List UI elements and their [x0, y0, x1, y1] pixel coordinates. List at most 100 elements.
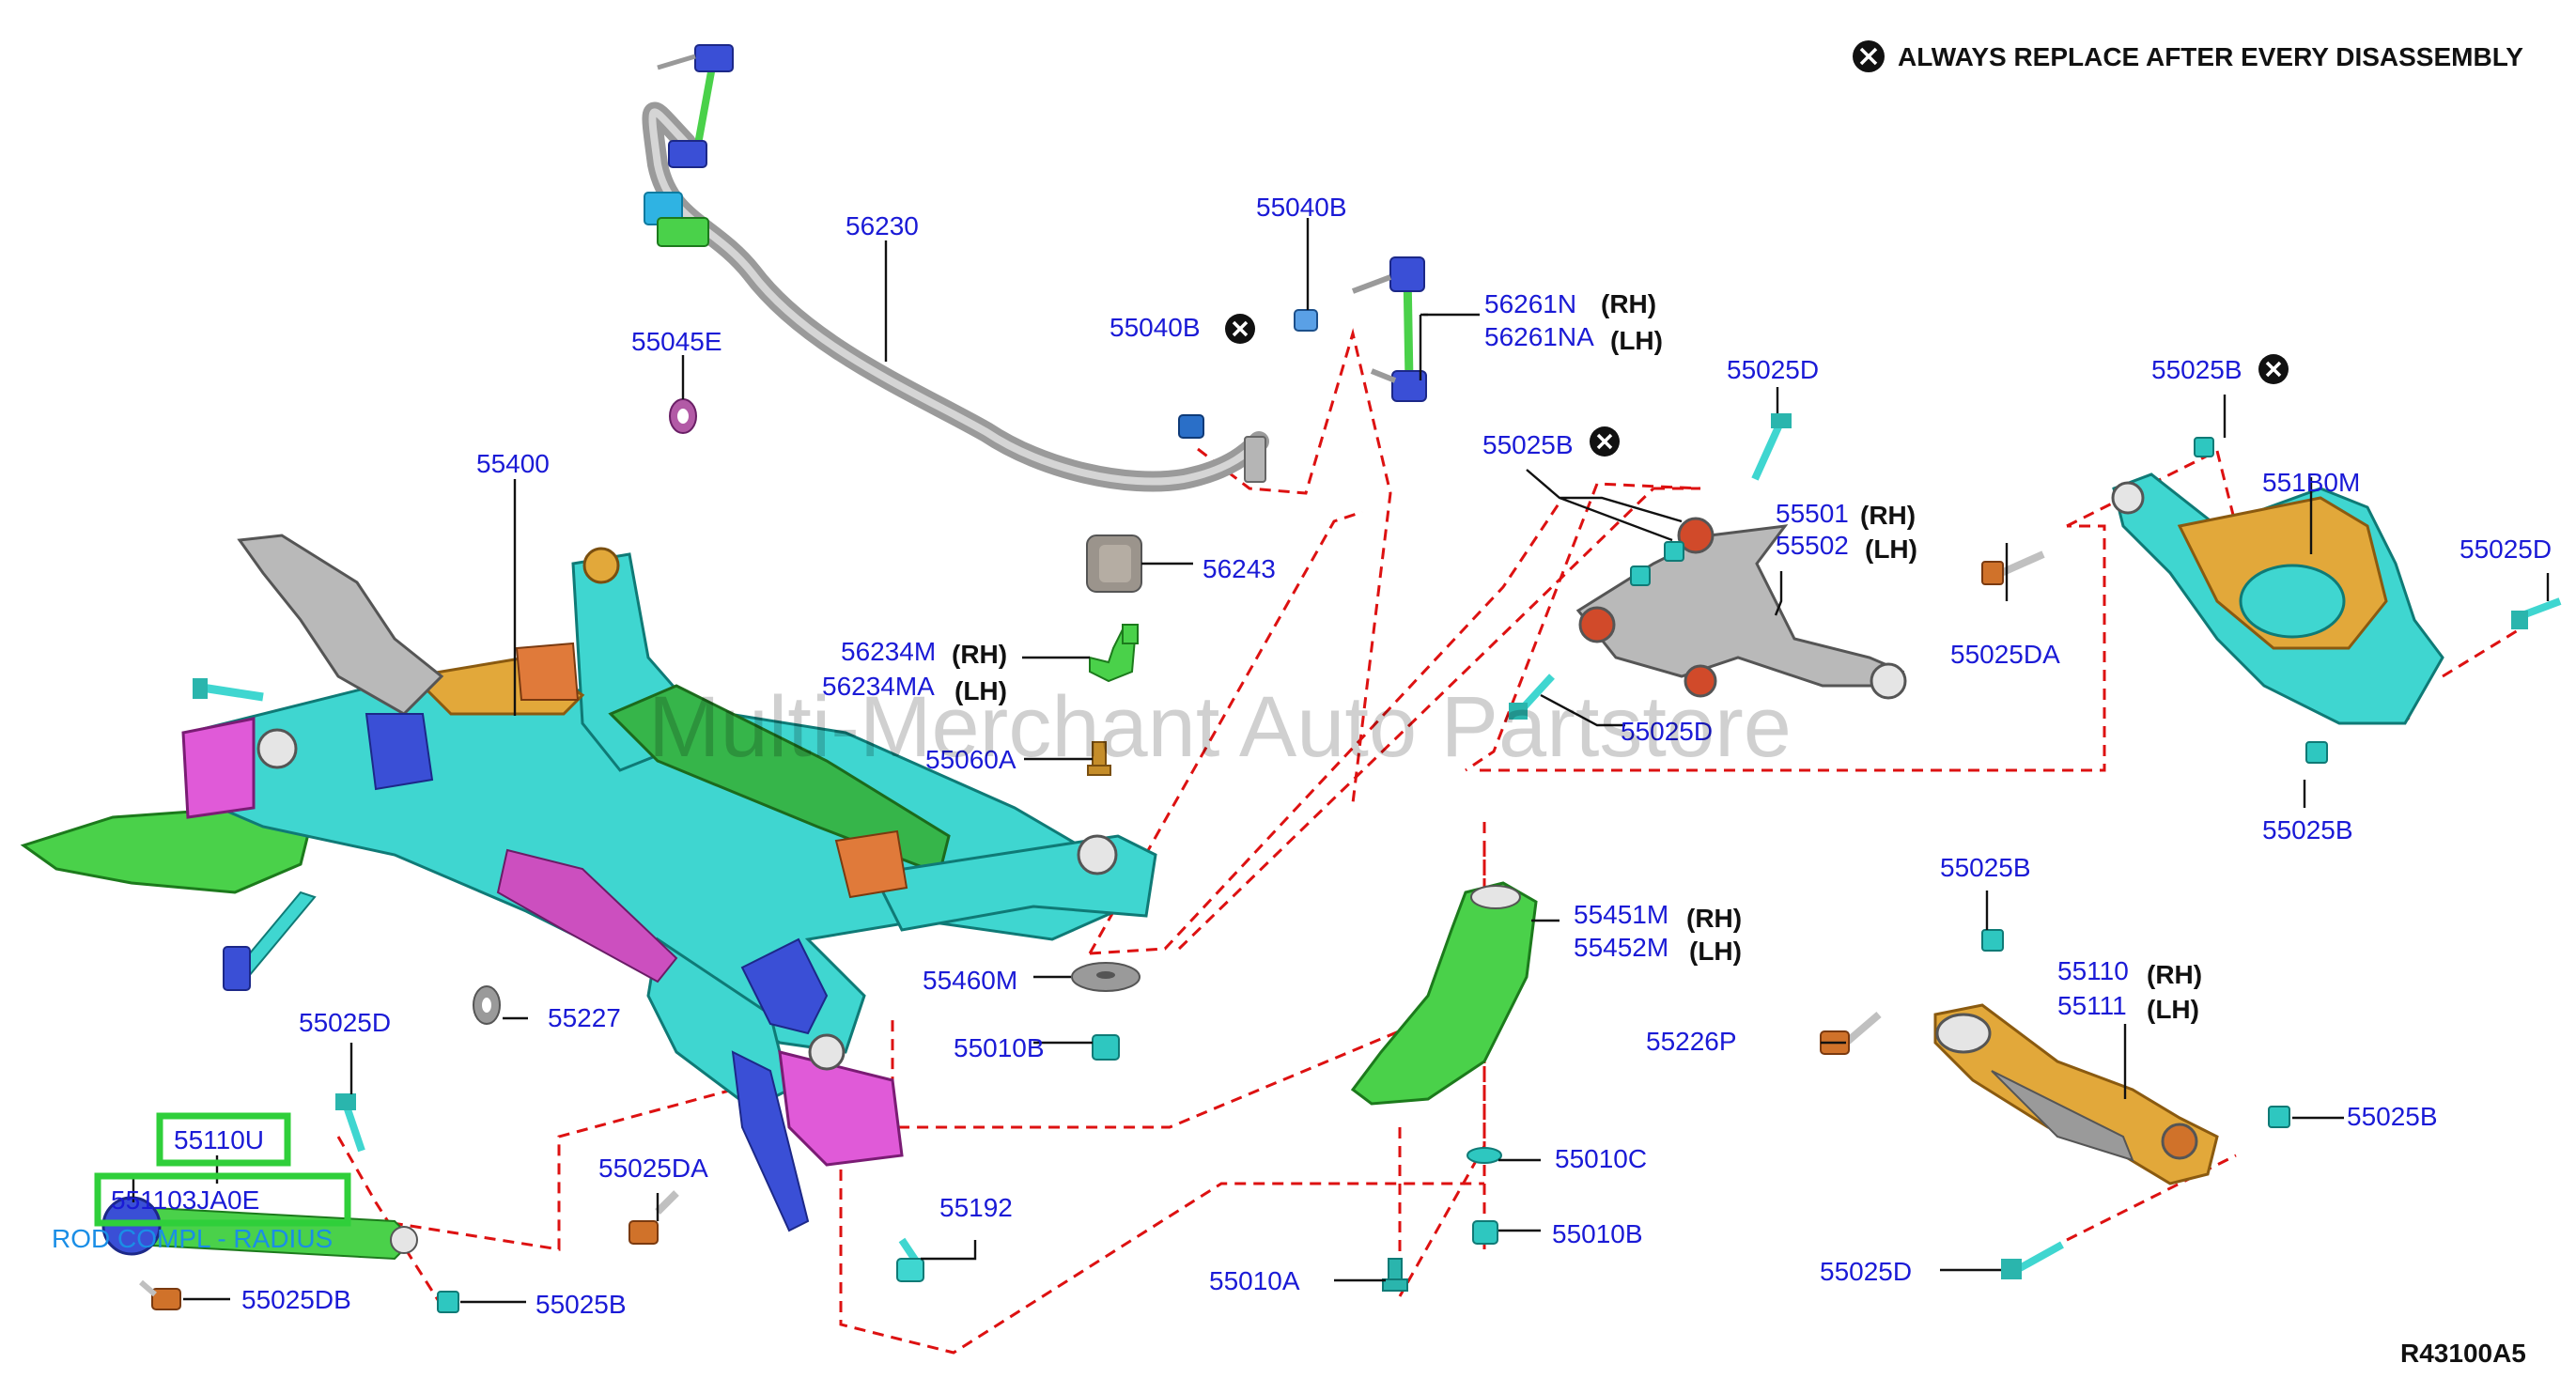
label-55502[interactable]: 55502 — [1776, 531, 1849, 560]
highlight-551103ja0e[interactable]: 551103JA0E — [94, 1172, 351, 1227]
label-55451m[interactable]: 55451M — [1574, 900, 1668, 929]
label-55227[interactable]: 55227 — [548, 1003, 621, 1032]
nut-55025b-right[interactable] — [2305, 741, 2328, 764]
replace-markers — [1225, 314, 2289, 457]
label-56243[interactable]: 56243 — [1203, 554, 1276, 583]
label-55110u[interactable]: 55110U — [174, 1125, 264, 1154]
nut-55025b-bottom[interactable] — [437, 1291, 459, 1313]
label-55025b-center[interactable]: 55025B — [1940, 853, 2031, 882]
label-55025b-top[interactable]: 55025B — [1482, 430, 1574, 459]
label-551b0m[interactable]: 551B0M — [2262, 468, 2360, 497]
label-rh: (RH) — [952, 640, 1007, 669]
label-55226p[interactable]: 55226P — [1646, 1027, 1737, 1056]
leader-lines — [132, 218, 2550, 1304]
label-55025d-mid[interactable]: 55025D — [1621, 717, 1713, 746]
washer-55045e[interactable] — [669, 398, 697, 434]
nut-55025b-center[interactable] — [1981, 929, 2004, 952]
bolt-55226p[interactable] — [1820, 1011, 1882, 1055]
bolt-55025d-top[interactable] — [1751, 413, 1792, 481]
label-56234m[interactable]: 56234M — [841, 637, 936, 666]
rear-subframe[interactable] — [20, 534, 1157, 1232]
upper-link-55501[interactable] — [1575, 517, 1907, 700]
bolt-55025d-left[interactable] — [335, 1093, 365, 1153]
nut-55025b-top[interactable] — [1630, 541, 1684, 586]
label-55010b-mid[interactable]: 55010B — [954, 1033, 1045, 1062]
bolt-55192[interactable] — [896, 1237, 924, 1282]
label-55192[interactable]: 55192 — [939, 1193, 1013, 1222]
label-lh: (LH) — [2147, 995, 2199, 1024]
clamp-56234m[interactable] — [1089, 624, 1139, 683]
label-55111[interactable]: 55111 — [2057, 991, 2127, 1020]
lower-arm-551b0m[interactable] — [2111, 472, 2444, 725]
label-lh: (LH) — [954, 676, 1007, 705]
label-lh: (LH) — [1865, 534, 1917, 564]
washer-55010c[interactable] — [1466, 1147, 1502, 1164]
bolt-55025d-right[interactable] — [2511, 597, 2562, 629]
bolt-55025db[interactable] — [139, 1279, 181, 1310]
label-lh: (LH) — [1689, 937, 1742, 966]
lower-link-55110[interactable] — [1933, 1003, 2219, 1185]
nut-55040b-top[interactable] — [1294, 309, 1318, 332]
nut-55010b-mid[interactable] — [1092, 1034, 1120, 1061]
label-55025d-left[interactable]: 55025D — [299, 1008, 391, 1037]
label-55060a[interactable]: 55060A — [925, 745, 1016, 774]
label-55025b-lower-right[interactable]: 55025B — [2347, 1102, 2438, 1131]
washer-55227[interactable] — [473, 985, 501, 1025]
label-rh: (RH) — [1601, 289, 1656, 318]
label-55025b-right[interactable]: 55025B — [2262, 815, 2353, 844]
bolt-55010a[interactable] — [1382, 1258, 1408, 1292]
x-circle-icon — [2258, 354, 2289, 384]
x-circle-icon — [1225, 314, 1255, 344]
label-56230[interactable]: 56230 — [846, 211, 919, 240]
bolt-55025da-left[interactable] — [628, 1190, 679, 1245]
part-labels: 56230 55040B 55040B 56261N (RH) 56261NA … — [52, 193, 2552, 1319]
label-55040b-mid[interactable]: 55040B — [1110, 313, 1201, 342]
label-55010c[interactable]: 55010C — [1555, 1144, 1647, 1173]
label-55025da-right[interactable]: 55025DA — [1950, 640, 2060, 669]
stabilizer-link-upper-left[interactable] — [657, 44, 734, 168]
label-lh: (LH) — [1610, 326, 1663, 355]
label-55452m[interactable]: 55452M — [1574, 933, 1668, 962]
label-55110[interactable]: 55110 — [2057, 956, 2129, 985]
stabilizer-link-56261n[interactable] — [1351, 256, 1427, 402]
label-55460m[interactable]: 55460M — [923, 966, 1017, 995]
label-55025d-top[interactable]: 55025D — [1727, 355, 1819, 384]
label-55400[interactable]: 55400 — [476, 449, 550, 478]
bolt-55060a[interactable] — [1087, 741, 1111, 776]
label-56261n[interactable]: 56261N — [1484, 289, 1576, 318]
label-55025db[interactable]: 55025DB — [241, 1285, 351, 1314]
replace-notice-text: ALWAYS REPLACE AFTER EVERY DISASSEMBLY — [1898, 42, 2523, 71]
diagram-code: R43100A5 — [2400, 1339, 2526, 1368]
label-55025b-bottom[interactable]: 55025B — [535, 1290, 627, 1319]
label-55045e[interactable]: 55045E — [631, 327, 722, 356]
label-55501[interactable]: 55501 — [1776, 499, 1849, 528]
label-55040b-top[interactable]: 55040B — [1256, 193, 1347, 222]
bolt-55025d-bottom[interactable] — [2001, 1241, 2064, 1279]
nut-55010b-low[interactable] — [1472, 1220, 1498, 1245]
highlight-55110u[interactable]: 55110U — [156, 1112, 291, 1167]
stabilizer-bar[interactable] — [642, 101, 1269, 492]
label-551103ja0e[interactable]: 551103JA0E — [111, 1185, 259, 1215]
replace-notice: ALWAYS REPLACE AFTER EVERY DISASSEMBLY — [1853, 40, 2523, 72]
bolt-55025d-mid[interactable] — [1509, 674, 1555, 720]
bushing-56243[interactable] — [1086, 534, 1142, 593]
link-55451m[interactable] — [1350, 881, 1538, 1106]
nut-55025b-lower-right[interactable] — [2268, 1106, 2290, 1128]
nut-55025b-arm[interactable] — [2194, 437, 2214, 457]
label-55025d-right[interactable]: 55025D — [2460, 534, 2552, 564]
bolt-55025da-right[interactable] — [1981, 550, 2045, 585]
label-55025d-bottom[interactable]: 55025D — [1820, 1257, 1912, 1286]
label-55025da-left[interactable]: 55025DA — [598, 1154, 708, 1183]
label-56261na[interactable]: 56261NA — [1484, 322, 1594, 351]
washer-55460m[interactable] — [1071, 962, 1141, 992]
label-rod-compl-radius: ROD COMPL - RADIUS — [52, 1224, 333, 1253]
label-55010b-low[interactable]: 55010B — [1552, 1219, 1643, 1248]
label-rh: (RH) — [1860, 501, 1916, 530]
label-56234ma[interactable]: 56234MA — [822, 672, 935, 701]
label-55025b-arm[interactable]: 55025B — [2151, 355, 2242, 384]
nut-55040b-mid[interactable] — [1178, 414, 1204, 439]
label-55010a[interactable]: 55010A — [1209, 1266, 1300, 1295]
x-circle-icon — [1590, 426, 1620, 457]
watermark: Multi-Merchant Auto Partstore — [648, 679, 1792, 775]
label-rh: (RH) — [1686, 904, 1742, 933]
